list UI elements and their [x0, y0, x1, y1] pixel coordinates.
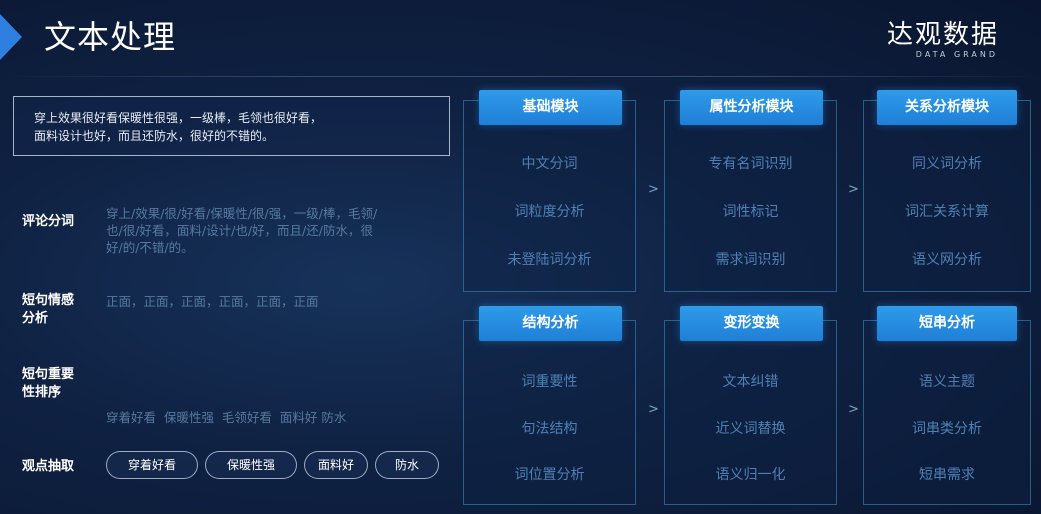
review-line: 穿上效果很好看保暖性很强，一级棒，毛领也很好看，: [34, 111, 323, 125]
module-panel-structure: 词重要性 句法结构 词位置分析: [463, 320, 636, 505]
module-item: 词粒度分析: [514, 204, 585, 220]
chevron-right-icon: >: [648, 402, 659, 417]
chevron-right-icon: >: [848, 402, 859, 417]
title-arrow-icon: [0, 14, 22, 60]
module-panel-attribute: 专有名词识别 词性标记 需求词识别: [664, 100, 837, 292]
review-line: 面料设计也好，而且还防水，很好的不错的。: [34, 129, 275, 143]
chevron-right-icon: >: [648, 182, 659, 197]
module-header-relation: 关系分析模块: [877, 90, 1017, 125]
sentiment-result: 正面，正面，正面，正面，正面，正面: [106, 294, 319, 309]
module-item: 未登陆词分析: [507, 252, 592, 268]
module-item: 词重要性: [521, 374, 578, 390]
module-item: 同义词分析: [912, 156, 982, 172]
module-header-short-string: 短串分析: [877, 306, 1017, 341]
row-label-importance: 短句重要 性排序: [22, 367, 75, 400]
module-item: 词串类分析: [912, 421, 982, 437]
module-item: 语义归一化: [715, 467, 786, 483]
module-panel-short-string: 语义主题 词串类分析 短串需求: [863, 320, 1031, 505]
module-header-basic: 基础模块: [479, 90, 622, 125]
brand-logo-subtext: DATA GRAND: [915, 50, 998, 59]
opinion-tag: 保暖性强: [205, 451, 297, 479]
module-item: 文本纠错: [722, 374, 779, 390]
module-item: 短串需求: [919, 467, 975, 483]
opinion-tag: 穿着好看: [106, 451, 198, 479]
module-item: 近义词替换: [715, 421, 786, 437]
review-text-box: 穿上效果很好看保暖性很强，一级棒，毛领也很好看， 面料设计也好，而且还防水，很好…: [13, 96, 450, 156]
page-title: 文本处理: [44, 18, 177, 56]
module-panel-transform: 文本纠错 近义词替换 语义归一化: [664, 320, 837, 505]
opinion-tag: 面料好: [304, 451, 368, 479]
importance-result: 穿着好看 保暖性强 毛领好看 面料好 防水: [106, 410, 347, 425]
row-label-opinion: 观点抽取: [22, 459, 75, 474]
module-item: 句法结构: [521, 421, 578, 437]
segmentation-result: 穿上/效果/很/好看/保暖性/很/强，一级/棒，毛领/ 也/很/好看，面料/设计…: [106, 206, 378, 255]
chevron-right-icon: >: [848, 182, 859, 197]
module-header-structure: 结构分析: [479, 306, 622, 341]
row-label-segmentation: 评论分词: [22, 214, 75, 229]
module-item: 需求词识别: [715, 252, 786, 268]
row-label-sentiment: 短句情感 分析: [22, 293, 75, 326]
module-panel-basic: 中文分词 词粒度分析 未登陆词分析: [463, 100, 636, 292]
module-item: 语义主题: [919, 374, 975, 390]
opinion-tag: 防水: [375, 451, 439, 479]
module-item: 语义网分析: [912, 252, 982, 268]
module-item: 词汇关系计算: [905, 204, 989, 220]
module-item: 词性标记: [722, 204, 779, 220]
module-item: 中文分词: [521, 156, 578, 172]
module-header-transform: 变形变换: [680, 306, 823, 341]
title-divider: [0, 76, 1041, 77]
module-item: 词位置分析: [514, 467, 585, 483]
brand-logo-text: 达观数据: [886, 20, 999, 50]
module-item: 专有名词识别: [708, 156, 793, 172]
module-header-attribute: 属性分析模块: [680, 90, 823, 125]
opinion-tags: 穿着好看 保暖性强 面料好 防水: [106, 451, 446, 481]
module-panel-relation: 同义词分析 词汇关系计算 语义网分析: [863, 100, 1031, 292]
